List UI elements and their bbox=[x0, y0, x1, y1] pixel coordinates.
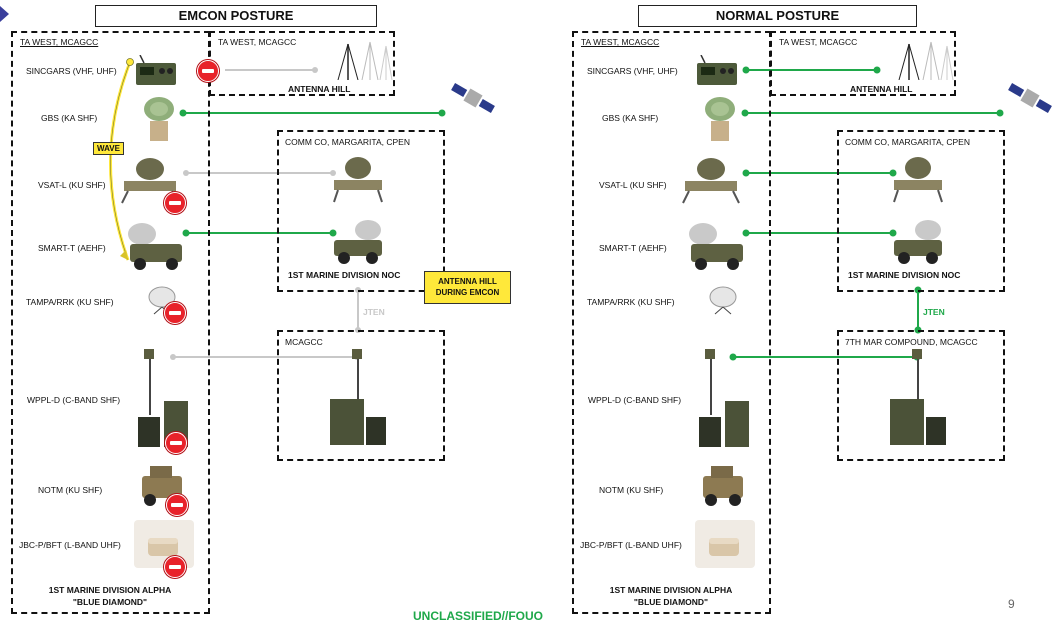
emcon-mcagcc-box bbox=[277, 330, 445, 461]
emcon-system-tampa: TAMPA/RRK (KU SHF) bbox=[26, 297, 114, 307]
radio-icon bbox=[697, 55, 737, 85]
terminal-icon bbox=[682, 158, 740, 204]
normal-system-sincgars: SINCGARS (VHF, UHF) bbox=[587, 66, 678, 76]
normal-system-notm: NOTM (KU SHF) bbox=[599, 485, 664, 495]
vehicle-icon bbox=[894, 220, 942, 264]
dish-icon bbox=[148, 286, 176, 315]
emcon-system-gbs: GBS (KA SHF) bbox=[41, 113, 98, 123]
antenna-array-icon bbox=[337, 41, 393, 80]
emcon-system-smartt: SMART-T (AEHF) bbox=[38, 243, 106, 253]
bft-device-icon bbox=[695, 520, 755, 568]
no-entry-icon bbox=[166, 494, 188, 516]
normal-comm-label: COMM CO, MARGARITA, CPEN bbox=[845, 137, 970, 147]
dish-icon bbox=[709, 286, 737, 315]
no-entry-icon bbox=[165, 432, 187, 454]
corner-diamond-icon bbox=[0, 6, 9, 22]
emcon-comm-label: COMM CO, MARGARITA, CPEN bbox=[285, 137, 410, 147]
normal-links bbox=[729, 66, 1004, 361]
no-entry-icon bbox=[164, 192, 186, 214]
antenna-array-icon bbox=[898, 41, 954, 80]
normal-footer-line2: "BLUE DIAMOND" bbox=[633, 597, 709, 607]
normal-compound-label: 7TH MAR COMPOUND, MCAGCC bbox=[845, 337, 978, 347]
terminal-icon bbox=[333, 157, 383, 203]
satellite-icon bbox=[451, 83, 495, 113]
emcon-system-notm: NOTM (KU SHF) bbox=[38, 485, 103, 495]
satellite-dish-icon bbox=[705, 97, 735, 141]
bft-device-icon bbox=[134, 520, 194, 568]
vehicle-icon bbox=[689, 223, 743, 270]
normal-antenna-box-label: TA WEST, MCAGCC bbox=[779, 37, 858, 47]
page-number: 9 bbox=[1008, 597, 1015, 611]
vehicle-icon bbox=[334, 220, 382, 264]
vehicle-icon bbox=[703, 466, 743, 506]
vehicle-icon bbox=[128, 223, 182, 270]
classification-marking: UNCLASSIFIED//FOUO bbox=[413, 609, 544, 623]
no-entry-icon bbox=[164, 556, 186, 578]
satellite-dish-icon bbox=[144, 97, 174, 141]
normal-system-smartt: SMART-T (AEHF) bbox=[599, 243, 667, 253]
normal-antenna-box bbox=[770, 31, 956, 96]
emcon-noc-label: 1ST MARINE DIVISION NOC bbox=[288, 270, 401, 280]
normal-system-gbs: GBS (KA SHF) bbox=[602, 113, 659, 123]
emcon-antenna-box-label: TA WEST, MCAGCC bbox=[218, 37, 297, 47]
mast-icon bbox=[699, 349, 749, 447]
no-entry-icon bbox=[164, 302, 186, 324]
emcon-footer-line1: 1ST MARINE DIVISION ALPHA bbox=[48, 585, 172, 595]
normal-unit-label: TA WEST, MCAGCC bbox=[581, 37, 660, 47]
emcon-links bbox=[109, 58, 446, 360]
emcon-system-vsat: VSAT-L (KU SHF) bbox=[38, 180, 106, 190]
emcon-comm-box bbox=[277, 130, 445, 292]
radio-icon bbox=[136, 55, 176, 85]
emcon-unit-label: TA WEST, MCAGCC bbox=[20, 37, 99, 47]
normal-jten-label: JTEN bbox=[923, 307, 945, 317]
emcon-mcagcc-label: MCAGCC bbox=[285, 337, 323, 347]
emcon-title: EMCON POSTURE bbox=[95, 5, 377, 27]
antenna-hill-callout: ANTENNA HILL DURING EMCON bbox=[424, 271, 511, 304]
emcon-system-wppld: WPPL-D (C-BAND SHF) bbox=[27, 395, 121, 405]
normal-system-vsat: VSAT-L (KU SHF) bbox=[599, 180, 667, 190]
emcon-unit-box bbox=[11, 31, 210, 614]
normal-title: NORMAL POSTURE bbox=[638, 5, 917, 27]
normal-compound-box bbox=[837, 330, 1005, 461]
emcon-jten-label: JTEN bbox=[363, 307, 385, 317]
satellite-icon bbox=[1008, 83, 1052, 113]
emcon-antenna-hill-label: ANTENNA HILL bbox=[288, 84, 351, 94]
mast-icon bbox=[330, 349, 386, 445]
normal-system-jbcp: JBC-P/BFT (L-BAND UHF) bbox=[580, 540, 682, 550]
normal-unit-box bbox=[572, 31, 771, 614]
mast-icon bbox=[890, 349, 946, 445]
normal-comm-box bbox=[837, 130, 1005, 292]
normal-footer-line1: 1ST MARINE DIVISION ALPHA bbox=[609, 585, 733, 595]
emcon-system-sincgars: SINCGARS (VHF, UHF) bbox=[26, 66, 117, 76]
emcon-system-jbcp: JBC-P/BFT (L-BAND UHF) bbox=[19, 540, 121, 550]
normal-noc-label: 1ST MARINE DIVISION NOC bbox=[848, 270, 961, 280]
wave-tag: WAVE bbox=[93, 142, 124, 155]
normal-system-tampa: TAMPA/RRK (KU SHF) bbox=[587, 297, 675, 307]
emcon-footer-line2: "BLUE DIAMOND" bbox=[72, 597, 148, 607]
normal-antenna-hill-label: ANTENNA HILL bbox=[850, 84, 913, 94]
normal-system-wppld: WPPL-D (C-BAND SHF) bbox=[588, 395, 682, 405]
terminal-icon bbox=[893, 157, 943, 203]
no-entry-icon bbox=[197, 60, 219, 82]
